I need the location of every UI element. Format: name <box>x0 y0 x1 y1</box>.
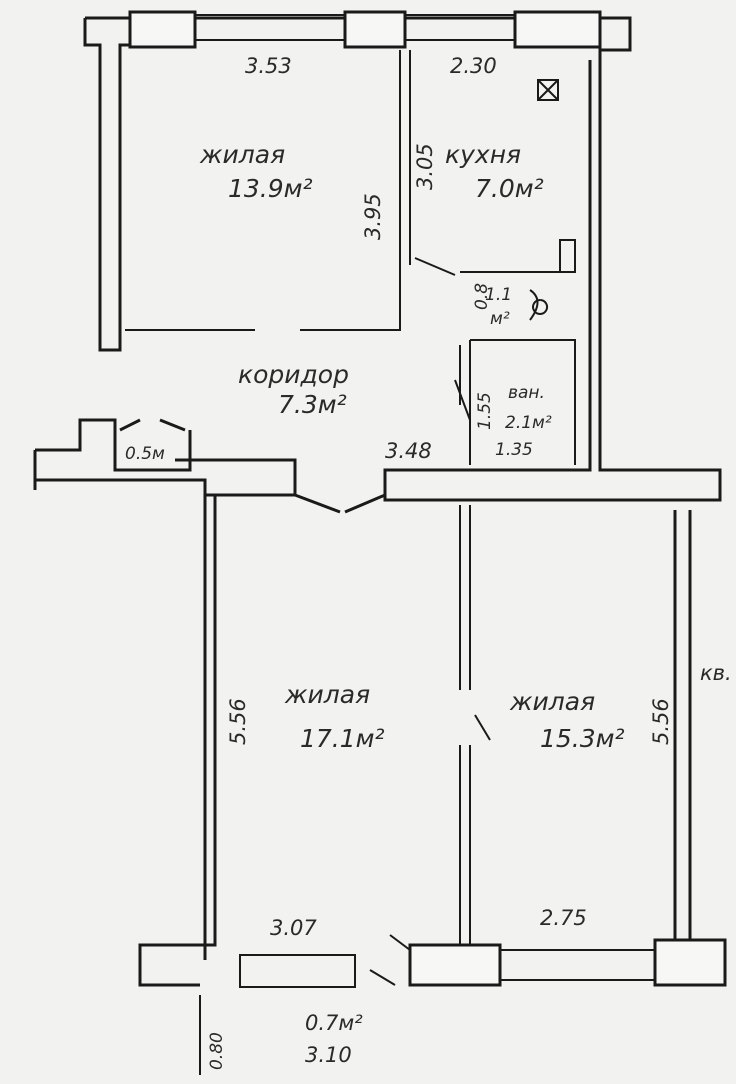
room-area-bath: 2.1м² <box>505 413 552 433</box>
room-area-closet: 0.5м <box>125 444 165 464</box>
room-area-wc: м² <box>490 309 510 329</box>
dim-wc-width: 1.1 <box>485 285 512 305</box>
dim-living2-width: 3.07 <box>270 916 317 940</box>
wall-pillar <box>653 938 727 987</box>
wall-pillar <box>128 10 197 49</box>
dim-balcony-width: 3.10 <box>305 1043 352 1067</box>
dim-living2-depth: 5.56 <box>226 698 250 745</box>
window <box>404 14 516 41</box>
dimension-labels: 3.53 2.30 3.95 3.05 1.1 0.8 1.55 1.35 3.… <box>207 54 673 1070</box>
window <box>499 949 656 981</box>
neighbor-label: кв. <box>700 661 732 685</box>
walls <box>33 10 727 1075</box>
dim-bath-depth: 1.55 <box>475 392 495 430</box>
dim-kitchen-depth: 3.05 <box>413 143 437 190</box>
room-name-living3: жилая <box>509 687 595 716</box>
wall-pillar <box>408 943 502 987</box>
dim-bath-width: 1.35 <box>495 440 533 460</box>
room-area-corridor: 7.3м² <box>278 390 347 419</box>
room-area-balcony: 0.7м² <box>305 1011 363 1035</box>
dim-kitchen-width: 2.30 <box>450 54 497 78</box>
dim-wc-depth: 0.8 <box>472 283 492 310</box>
room-area-living3: 15.3м² <box>540 724 625 753</box>
room-labels: жилая 13.9м² кухня 7.0м² коридор 7.3м² в… <box>125 140 732 1035</box>
wall-pillar <box>343 10 407 49</box>
dim-living3-width: 2.75 <box>540 906 587 930</box>
vent-icon <box>537 79 559 101</box>
room-name-kitchen: кухня <box>445 140 521 169</box>
window <box>194 14 346 41</box>
room-area-kitchen: 7.0м² <box>475 174 544 203</box>
room-name-corridor: коридор <box>238 360 349 389</box>
room-area-living2: 17.1м² <box>300 724 385 753</box>
room-name-living2: жилая <box>284 680 370 709</box>
wall-pillar <box>513 10 602 49</box>
room-name-bath: ван. <box>508 383 545 403</box>
dim-corridor-length: 3.48 <box>385 439 432 463</box>
balcony-door <box>239 954 356 988</box>
dim-living1-width: 3.53 <box>245 54 292 78</box>
dim-living3-depth: 5.56 <box>649 698 673 745</box>
dim-balcony-depth: 0.80 <box>207 1032 227 1070</box>
room-area-living1: 13.9м² <box>228 174 313 203</box>
room-name-living1: жилая <box>199 140 285 169</box>
dim-living1-depth: 3.95 <box>361 193 385 240</box>
